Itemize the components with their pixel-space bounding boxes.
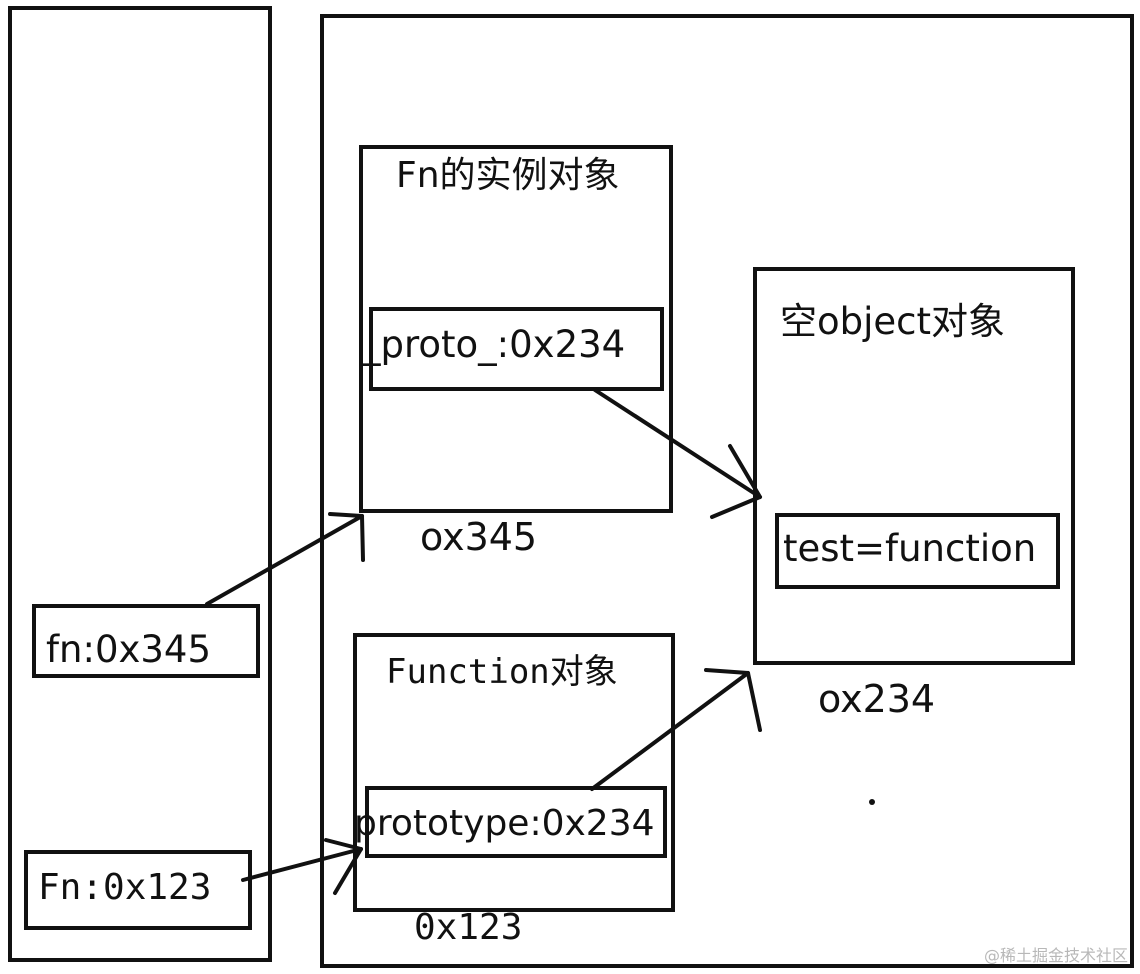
prototype-field-label: prototype:0x234: [354, 803, 655, 844]
watermark-text: @稀土掘金技术社区: [983, 946, 1128, 965]
proto-field-label: _proto_:0x234: [362, 323, 626, 366]
instance-address: ox345: [420, 515, 538, 559]
proto-field-box: [369, 307, 664, 391]
test-field-box: [775, 513, 1060, 589]
prototype-field-box: [365, 786, 667, 858]
Fn-variable-box: [24, 850, 252, 930]
instance-object-title: Fn的实例对象: [396, 155, 620, 196]
instance-object-box: [359, 145, 673, 513]
test-field-label: test=function: [783, 527, 1037, 570]
function-object-address: 0x123: [414, 907, 523, 948]
stack-panel: [8, 6, 272, 962]
fn-variable-label: fn:0x345: [46, 628, 212, 671]
fn-variable-box: [32, 604, 260, 678]
Fn-variable-label: Fn:0x123: [38, 867, 212, 908]
empty-object-title: 空object对象: [780, 300, 1006, 343]
function-object-title: Function对象: [386, 652, 618, 692]
heap-panel: [320, 14, 1134, 968]
empty-object-address: ox234: [818, 677, 936, 721]
